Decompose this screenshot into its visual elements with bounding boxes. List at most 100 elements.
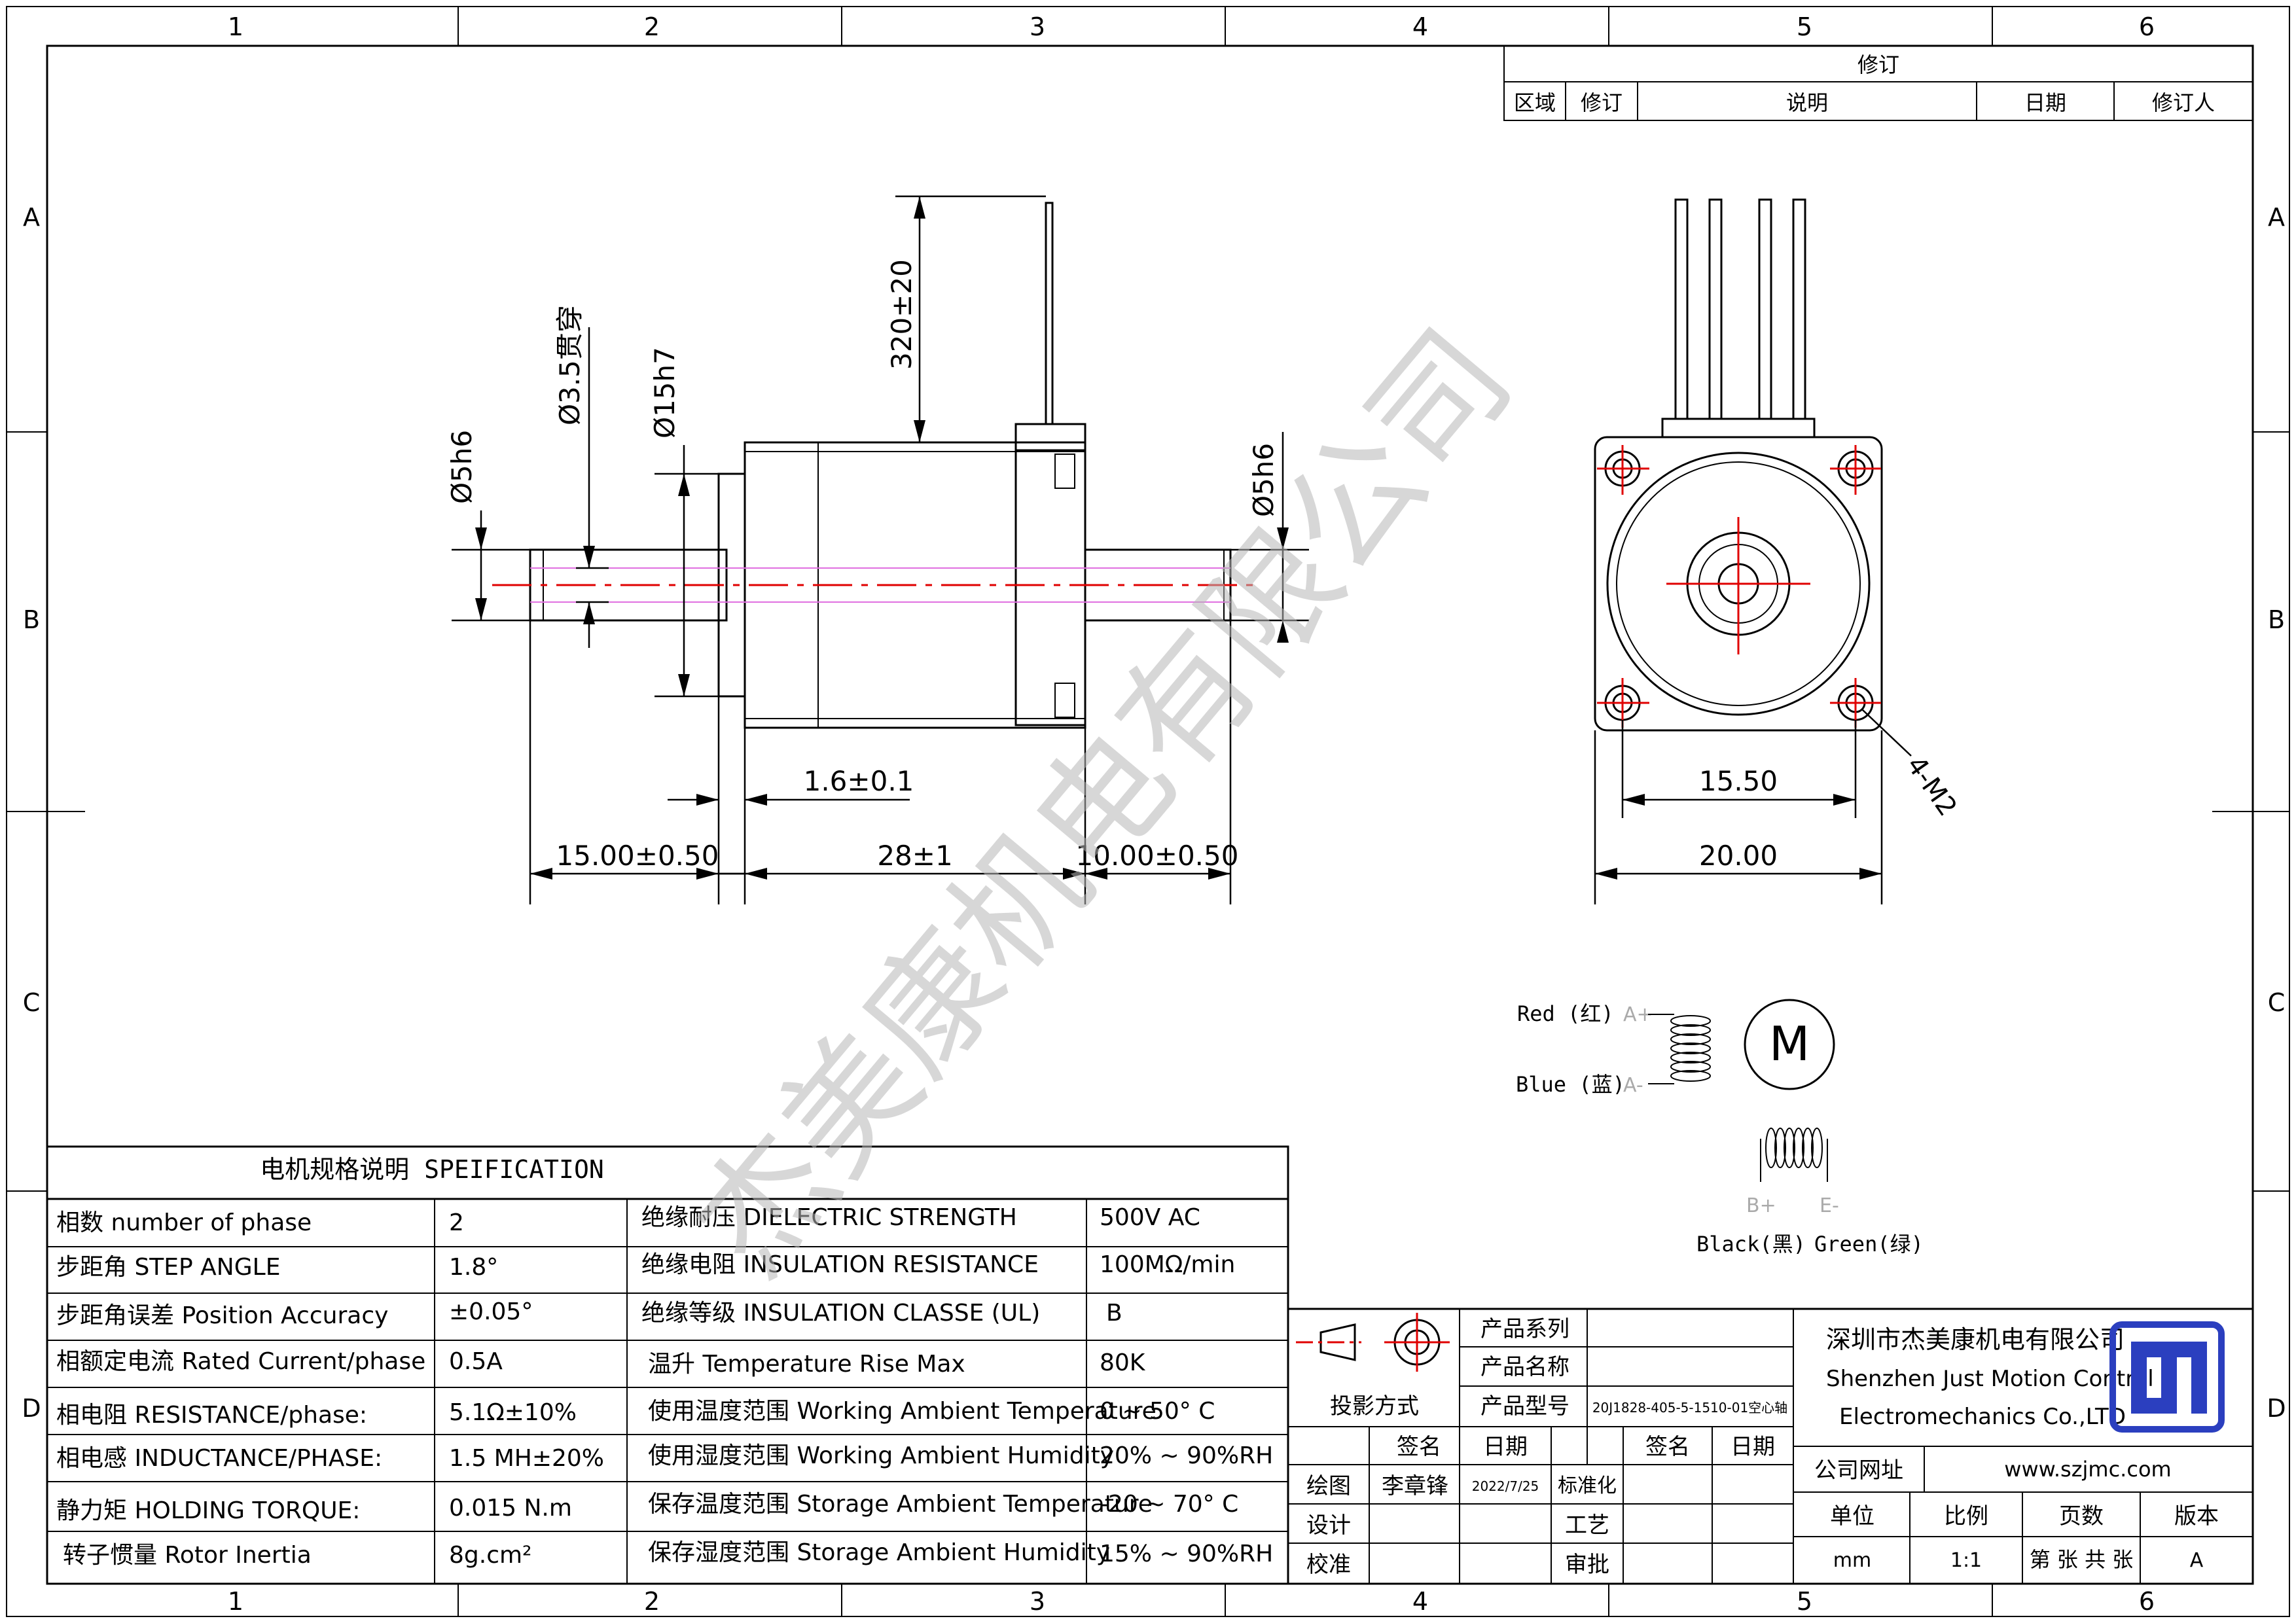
dim-pilot: Ø15h7 xyxy=(649,347,681,438)
zone-col-3-bottom: 3 xyxy=(1030,1587,1045,1616)
zone-dividers xyxy=(7,7,2289,1616)
tb-scale: 1:1 xyxy=(1950,1549,1982,1572)
dim-left-ext: 15.00±0.50 xyxy=(556,840,719,872)
spec-label: 相电感 INDUCTANCE/PHASE: xyxy=(56,1445,382,1472)
wiring-a-minus-color: Blue (蓝) xyxy=(1516,1072,1625,1097)
spec-value: 2 xyxy=(449,1209,464,1236)
zone-row-c-right: C xyxy=(2268,988,2286,1017)
spec-value: 5.1Ω±10% xyxy=(449,1399,577,1426)
lead-wire xyxy=(1045,202,1054,424)
tb-version: A xyxy=(2190,1549,2204,1572)
dim-shaft-left: Ø5h6 xyxy=(446,430,478,504)
tb-approve: 审批 xyxy=(1565,1552,1609,1578)
tb-draw: 绘图 xyxy=(1306,1473,1351,1499)
spec-value: 0.015 N.m xyxy=(449,1495,572,1522)
zone-col-1-bottom: 1 xyxy=(228,1587,243,1616)
revision-header-date: 日期 xyxy=(2024,90,2066,115)
zone-col-1: 1 xyxy=(228,12,243,41)
coil-b xyxy=(1760,1128,1828,1182)
tb-model-value: 20J1828-405-5-1510-01空心轴 xyxy=(1592,1400,1787,1416)
spec-label: 静力矩 HOLDING TORQUE: xyxy=(56,1497,360,1524)
company-logo-icon xyxy=(2109,1321,2225,1433)
spec-value: ±0.05° xyxy=(449,1298,533,1325)
zone-row-b: B xyxy=(23,605,40,634)
spec-value: 1.5 MH±20% xyxy=(449,1445,604,1472)
tb-company-en-1: Shenzhen Just Motion Control xyxy=(1826,1366,2154,1392)
zone-row-d-right: D xyxy=(2267,1394,2286,1423)
zone-row-c: C xyxy=(23,988,41,1017)
tb-date: 日期 xyxy=(1483,1434,1528,1460)
spec-label: 绝缘电阻 INSULATION RESISTANCE xyxy=(641,1251,1039,1278)
revision-header-rev: 修订 xyxy=(1581,90,1623,115)
tb-process: 工艺 xyxy=(1565,1512,1609,1539)
title-block: 投影方式 产品系列 产品名称 产品型号 20J1828-405-5-1510-0… xyxy=(1287,1308,2254,1585)
spec-value: 100MΩ/min xyxy=(1100,1251,1235,1278)
spec-label: 相数 number of phase xyxy=(56,1209,312,1236)
spec-value: 0.5A xyxy=(449,1348,503,1375)
zone-row-b-right: B xyxy=(2268,605,2285,634)
tb-pages: 第 张 共 张 xyxy=(2030,1547,2134,1572)
zone-col-5-bottom: 5 xyxy=(1797,1587,1812,1616)
wiring-b-minus: E- xyxy=(1820,1194,1839,1217)
motor-label: M xyxy=(1769,1016,1810,1071)
wiring-a-plus-color: Red (红) xyxy=(1517,1001,1614,1026)
tb-company-cn: 深圳市杰美康机电有限公司 xyxy=(1826,1325,2125,1354)
spec-label: 使用温度范围 Working Ambient Temperature xyxy=(648,1398,1157,1425)
tb-projection: 投影方式 xyxy=(1330,1393,1419,1419)
zone-col-6-bottom: 6 xyxy=(2139,1587,2155,1616)
spec-label: 步距角误差 Position Accuracy xyxy=(56,1302,388,1329)
spec-value: -20 ~ 70° C xyxy=(1100,1491,1238,1518)
spec-label: 温升 Temperature Rise Max xyxy=(648,1351,965,1378)
spec-value: 20% ~ 90%RH xyxy=(1100,1442,1273,1469)
spec-value: B xyxy=(1106,1300,1122,1327)
tb-sign: 签名 xyxy=(1397,1434,1441,1460)
spec-value: 500V AC xyxy=(1100,1204,1200,1231)
spec-label: 绝缘耐压 DIELECTRIC STRENGTH xyxy=(641,1204,1017,1231)
tb-unit: mm xyxy=(1833,1549,1871,1572)
wiring-a-minus: A- xyxy=(1623,1074,1643,1097)
tb-product-name: 产品名称 xyxy=(1480,1354,1570,1380)
tb-standard: 标准化 xyxy=(1558,1474,1617,1497)
tb-design: 设计 xyxy=(1306,1512,1351,1539)
spec-label: 转子惯量 Rotor Inertia xyxy=(63,1542,312,1569)
projection-symbol-icon xyxy=(1296,1313,1450,1372)
tb-drawer: 李章锋 xyxy=(1382,1473,1448,1499)
spec-label: 绝缘等级 INSULATION CLASSE (UL) xyxy=(641,1300,1040,1327)
wiring-b-minus-color: Green(绿) xyxy=(1814,1232,1924,1257)
zone-col-5: 5 xyxy=(1797,12,1812,41)
spec-value: 8g.cm² xyxy=(449,1542,532,1569)
dim-right-ext: 10.00±0.50 xyxy=(1076,840,1239,872)
revision-table: 修订 区域 修订 说明 日期 修订人 xyxy=(1503,45,2253,121)
dim-square: 20.00 xyxy=(1699,840,1778,872)
revision-header-reviser: 修订人 xyxy=(2152,90,2215,115)
tb-draw-date: 2022/7/25 xyxy=(1472,1478,1539,1494)
tb-product-model: 产品型号 xyxy=(1480,1393,1570,1419)
tb-website-label: 公司网址 xyxy=(1814,1457,1903,1484)
spec-label: 使用湿度范围 Working Ambient Humidity xyxy=(648,1442,1114,1469)
wiring-b-plus: B+ xyxy=(1746,1194,1776,1217)
spec-label: 保存湿度范围 Storage Ambient Humidity xyxy=(648,1539,1110,1566)
dim-shaft-right: Ø5h6 xyxy=(1247,443,1280,517)
tb-unit-label: 单位 xyxy=(1830,1503,1874,1529)
revision-title: 修订 xyxy=(1857,52,1899,77)
spec-label: 相电阻 RESISTANCE/phase: xyxy=(56,1402,367,1429)
coil-a xyxy=(1670,1015,1711,1082)
zone-col-4: 4 xyxy=(1412,12,1428,41)
dim-lead-length: 320±20 xyxy=(886,259,918,370)
zone-col-3: 3 xyxy=(1030,12,1045,41)
side-view: Ø5h6 Ø3.5贯穿 Ø15h7 320±20 Ø5h6 1.6±0.1 15… xyxy=(446,195,1309,904)
spec-label: 保存温度范围 Storage Ambient Temperature xyxy=(648,1491,1153,1518)
dim-body: 28±1 xyxy=(877,840,952,872)
zone-col-4-bottom: 4 xyxy=(1412,1587,1428,1616)
wiring-diagram: Red (红) A+ Blue (蓝) A- M B+ E- Black(黑) … xyxy=(1516,999,1924,1257)
tb-company-en-2: Electromechanics Co.,LTD xyxy=(1839,1404,2126,1430)
dim-bolt: 15.50 xyxy=(1699,765,1778,797)
watermark: 杰美康机电有限公司 xyxy=(666,302,1541,1303)
tb-product-series: 产品系列 xyxy=(1480,1316,1570,1342)
tb-date-2: 日期 xyxy=(1731,1434,1775,1460)
dim-flange: 1.6±0.1 xyxy=(804,765,914,797)
zone-row-a: A xyxy=(23,203,40,232)
tb-sign-2: 签名 xyxy=(1645,1434,1690,1460)
tb-scale-label: 比例 xyxy=(1944,1503,1988,1529)
